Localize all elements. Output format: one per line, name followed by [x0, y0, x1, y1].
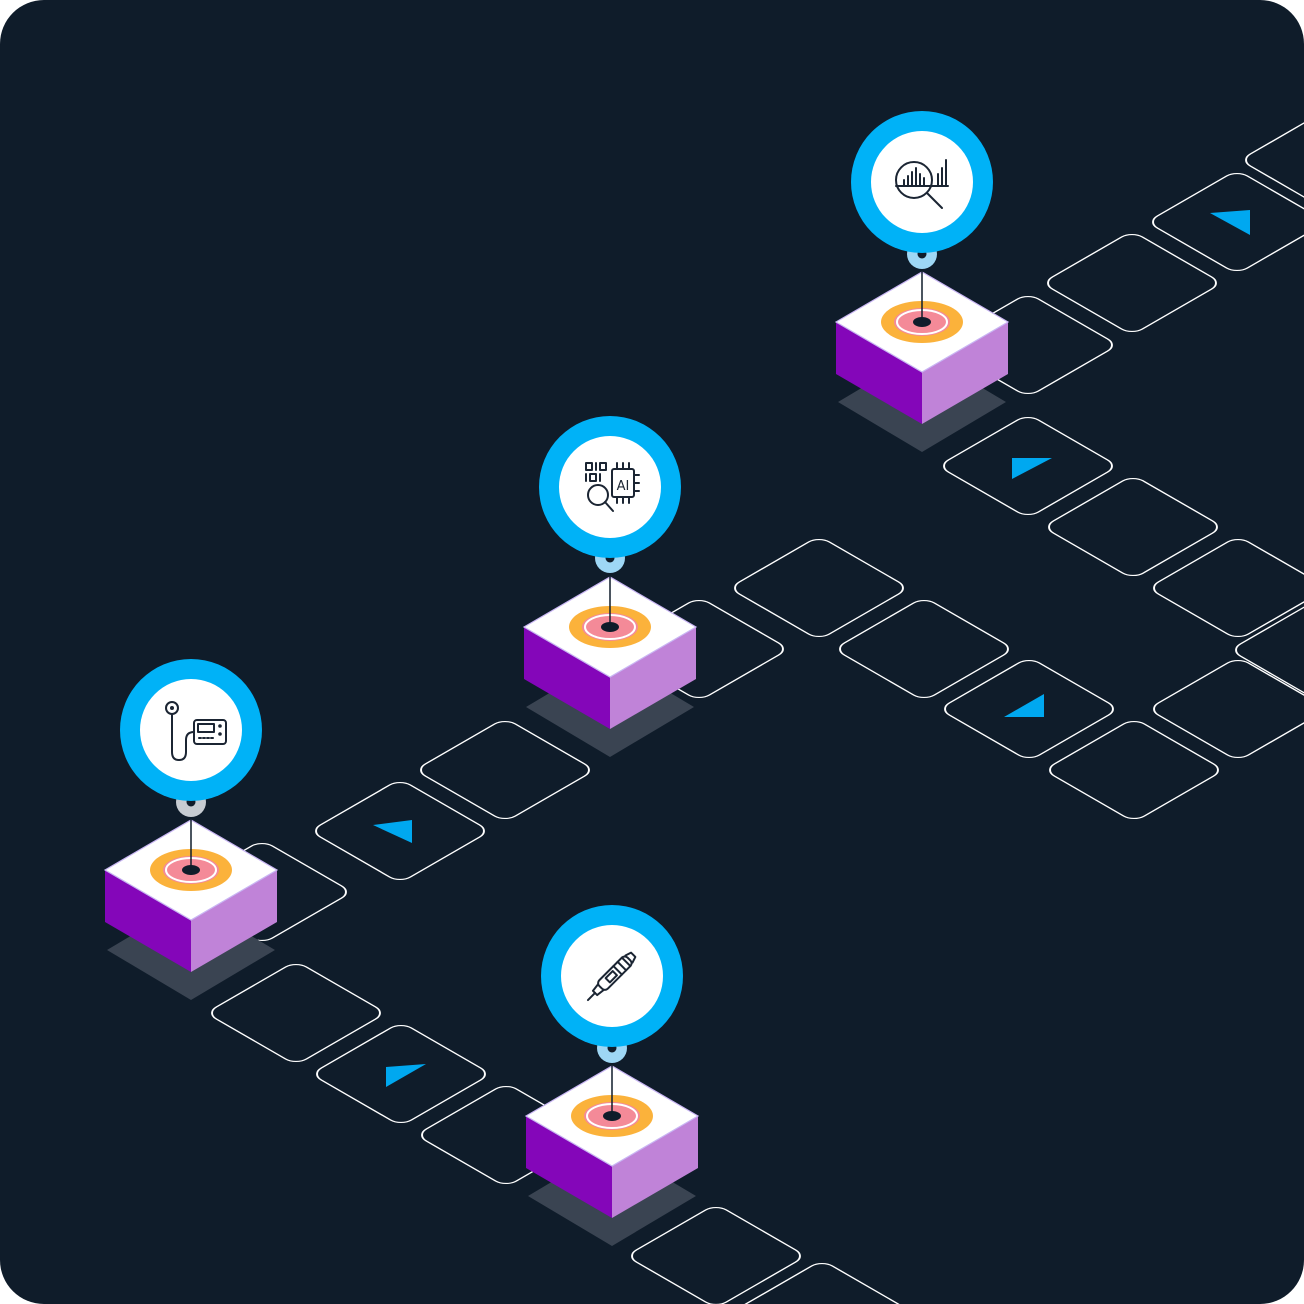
- direction-arrow: [373, 820, 412, 843]
- cube-right-face: [612, 1116, 698, 1218]
- ai-chip-search-icon: AI: [585, 462, 640, 512]
- path-tile: [943, 416, 1113, 516]
- data-analysis-magnifier-icon: [895, 159, 949, 209]
- path-tile: [1245, 110, 1304, 210]
- path-tile: [1235, 600, 1304, 700]
- node-2[interactable]: AI: [522, 416, 698, 757]
- cube-left-face: [524, 627, 610, 729]
- node-4[interactable]: [524, 905, 700, 1246]
- cube-left-face: [105, 870, 191, 972]
- direction-arrow: [1012, 458, 1052, 479]
- direction-arrows: [373, 210, 1250, 1087]
- pin-badge-face: [559, 436, 661, 538]
- cube-right-face: [191, 870, 277, 972]
- insulin-pen-icon: [586, 951, 637, 1002]
- path-tile: [1048, 477, 1218, 577]
- sensor-monitor-icon: [165, 701, 227, 761]
- path-tiles: [177, 110, 1304, 1304]
- cube-left-face: [836, 322, 922, 424]
- path-tile: [1153, 538, 1304, 638]
- node-3[interactable]: [834, 111, 1010, 452]
- path-tile: [211, 963, 381, 1063]
- cube-left-face: [526, 1116, 612, 1218]
- ai-label: AI: [617, 479, 630, 494]
- direction-arrow: [1210, 210, 1250, 235]
- direction-arrow: [386, 1064, 426, 1087]
- path-tile: [1152, 172, 1304, 272]
- pin-badge-face: [871, 131, 973, 233]
- path-tile: [1049, 720, 1219, 820]
- path-tile: [420, 720, 590, 820]
- pin-badge-face: [140, 679, 242, 781]
- pin-badge-face: [561, 925, 663, 1027]
- cube-right-face: [922, 322, 1008, 424]
- path-tile: [839, 599, 1009, 699]
- path-tile: [737, 1262, 907, 1304]
- path-tile: [316, 1024, 486, 1124]
- node-1[interactable]: [103, 659, 279, 1000]
- path-tile: [944, 659, 1114, 759]
- direction-arrow: [1004, 694, 1044, 717]
- path-tile: [1047, 233, 1217, 333]
- path-tile: [1153, 659, 1304, 759]
- path-tile: [734, 538, 904, 638]
- path-tile: [631, 1206, 801, 1304]
- path-tile: [315, 781, 485, 881]
- cube-right-face: [610, 627, 696, 729]
